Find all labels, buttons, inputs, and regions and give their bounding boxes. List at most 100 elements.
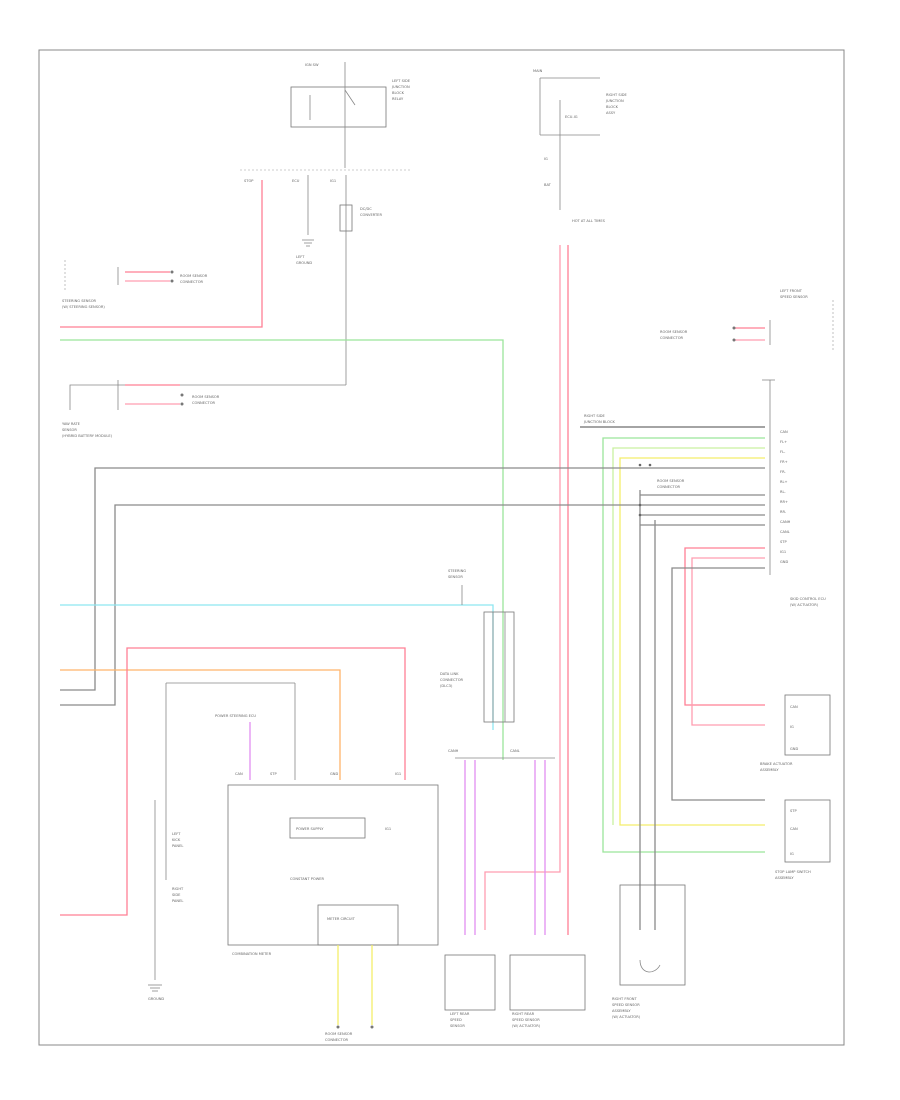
right-connector: ROOM SENSOR CONNECTOR LEFT FRONT SPEED S… [660, 289, 834, 350]
steering-ecu: POWER STEERING ECU [165, 682, 296, 880]
connector-bottom: RIGHT REAR SPEED SENSOR (W/ ACTUATOR) [509, 954, 586, 1028]
svg-text:GND: GND [780, 560, 788, 564]
svg-text:SENSOR: SENSOR [62, 428, 77, 432]
svg-text:RIGHT FRONT: RIGHT FRONT [612, 997, 637, 1001]
svg-text:CAN: CAN [780, 430, 788, 434]
skid-control-ecu: CAN FL+ FL- FR+ FR- RL+ RL- RR+ RR- CANH… [762, 379, 826, 607]
svg-text:METER CIRCUIT: METER CIRCUIT [327, 917, 356, 921]
svg-text:RIGHT REAR: RIGHT REAR [512, 1012, 535, 1016]
svg-text:(W/ STEERING SENSOR): (W/ STEERING SENSOR) [62, 305, 105, 309]
yaw-sensor: ROOM SENSOR CONNECTOR YAW RATE SENSOR (H… [62, 380, 346, 438]
brake-actuator: CAN IG GND BRAKE ACTUATOR ASSEMBLY [760, 694, 831, 772]
center-jb: ROOM SENSOR CONNECTOR RIGHT SIDE JUNCTIO… [583, 414, 685, 489]
svg-text:LEFT FRONT: LEFT FRONT [780, 289, 803, 293]
svg-text:STEERING SENSOR: STEERING SENSOR [62, 299, 97, 303]
svg-text:LEFT: LEFT [172, 832, 181, 836]
svg-text:CONNECTOR: CONNECTOR [192, 401, 216, 405]
svg-text:COMBINATION METER: COMBINATION METER [232, 952, 272, 956]
right-jb: MAIN ECU-IG RIGHT SIDE JUNCTION BLOCK AS… [533, 69, 627, 223]
svg-text:IG1: IG1 [395, 772, 401, 776]
svg-text:IG1: IG1 [330, 179, 336, 183]
svg-text:GROUND: GROUND [296, 261, 312, 265]
svg-text:BLOCK: BLOCK [392, 91, 405, 95]
left-sensor: ROOM SENSOR CONNECTOR STEERING SENSOR (W… [62, 260, 208, 309]
svg-text:CONVERTER: CONVERTER [360, 213, 382, 217]
wire-gray-dlc [671, 567, 765, 801]
svg-text:RR+: RR+ [780, 500, 788, 504]
svg-text:ROOM SENSOR: ROOM SENSOR [325, 1032, 353, 1036]
svg-text:ROOM SENSOR: ROOM SENSOR [180, 274, 208, 278]
svg-text:DC/DC: DC/DC [360, 207, 372, 211]
svg-text:GND: GND [790, 747, 798, 751]
wire-green [60, 339, 504, 760]
svg-text:CAN: CAN [790, 827, 798, 831]
svg-text:GROUND: GROUND [148, 997, 164, 1001]
combination-meter: CAN STP GND IG1 POWER SUPPLY IG1 CONSTAN… [227, 772, 439, 956]
svg-text:JUNCTION: JUNCTION [605, 99, 624, 103]
svg-text:ROOM SENSOR: ROOM SENSOR [192, 395, 220, 399]
svg-text:CANH: CANH [780, 520, 791, 524]
wire-green-ecu [602, 437, 765, 853]
svg-text:PANEL: PANEL [172, 899, 183, 903]
svg-text:STP: STP [270, 772, 277, 776]
svg-text:IG: IG [544, 157, 548, 161]
svg-text:IG1: IG1 [385, 827, 391, 831]
svg-text:PANEL: PANEL [172, 844, 183, 848]
svg-text:RIGHT SIDE: RIGHT SIDE [606, 93, 627, 97]
svg-text:RELAY: RELAY [392, 97, 404, 101]
svg-text:FL+: FL+ [780, 440, 787, 444]
svg-text:CONSTANT POWER: CONSTANT POWER [290, 877, 325, 881]
svg-text:SENSOR: SENSOR [448, 575, 463, 579]
svg-text:RIGHT: RIGHT [172, 887, 184, 891]
svg-text:IG1: IG1 [780, 550, 786, 554]
svg-text:POWER STEERING ECU: POWER STEERING ECU [215, 714, 256, 718]
svg-text:CANL: CANL [510, 749, 520, 753]
svg-text:CAN: CAN [790, 705, 798, 709]
svg-text:KICK: KICK [172, 838, 181, 842]
svg-text:CONNECTOR: CONNECTOR [660, 336, 684, 340]
svg-text:SPEED: SPEED [450, 1018, 462, 1022]
svg-text:STOP: STOP [244, 179, 254, 183]
svg-text:JUNCTION: JUNCTION [391, 85, 410, 89]
svg-text:STEERING: STEERING [448, 569, 466, 573]
svg-text:IGN SW: IGN SW [305, 63, 319, 67]
left-ground: LEFT KICK PANEL RIGHT SIDE PANEL GROUND [148, 800, 184, 1001]
svg-text:ROOM SENSOR: ROOM SENSOR [660, 330, 688, 334]
svg-text:RL-: RL- [780, 490, 786, 494]
svg-text:(W/ ACTUATOR): (W/ ACTUATOR) [790, 603, 819, 607]
svg-text:STP: STP [790, 809, 797, 813]
dlc: DATA LINK CONNECTOR (DLC3) [440, 611, 515, 723]
svg-text:ASSEMBLY: ASSEMBLY [612, 1009, 631, 1013]
svg-text:CONNECTOR: CONNECTOR [180, 280, 204, 284]
svg-text:SENSOR: SENSOR [450, 1024, 465, 1028]
svg-text:(HYBRID BATTERY MODULE): (HYBRID BATTERY MODULE) [62, 434, 113, 438]
wire-red-stop [60, 180, 263, 328]
wire-red-ecu-1 [684, 547, 765, 706]
svg-text:YAW RATE: YAW RATE [62, 422, 81, 426]
svg-text:FR+: FR+ [780, 460, 788, 464]
svg-text:SPEED SENSOR: SPEED SENSOR [512, 1018, 540, 1022]
svg-text:ASSEMBLY: ASSEMBLY [760, 768, 779, 772]
rear-speed-sensor: LEFT REAR SPEED SENSOR [444, 954, 496, 1028]
diagram-frame [38, 49, 845, 1046]
svg-text:FL-: FL- [780, 450, 786, 454]
svg-text:CONNECTOR: CONNECTOR [325, 1038, 349, 1042]
svg-text:ECU-IG: ECU-IG [565, 115, 578, 119]
svg-text:RL+: RL+ [780, 480, 788, 484]
svg-text:JUNCTION BLOCK: JUNCTION BLOCK [583, 420, 615, 424]
svg-text:BRAKE ACTUATOR: BRAKE ACTUATOR [760, 762, 793, 766]
svg-text:STP: STP [780, 540, 787, 544]
svg-text:SPEED SENSOR: SPEED SENSOR [612, 1003, 640, 1007]
svg-text:CANH: CANH [448, 749, 459, 753]
wire-red-main [60, 647, 406, 916]
svg-text:BAT: BAT [544, 183, 552, 187]
svg-text:BLOCK: BLOCK [606, 105, 619, 109]
svg-text:SIDE: SIDE [172, 893, 181, 897]
svg-text:DATA LINK: DATA LINK [440, 672, 459, 676]
svg-text:LEFT SIDE: LEFT SIDE [392, 79, 411, 83]
svg-text:CONNECTOR: CONNECTOR [440, 678, 464, 682]
wire-lightgreen [612, 447, 765, 825]
svg-text:IG: IG [790, 725, 794, 729]
wire-gray-1 [60, 467, 765, 691]
front-speed-sensor: RIGHT FRONT SPEED SENSOR ASSEMBLY (W/ AC… [612, 884, 686, 1019]
